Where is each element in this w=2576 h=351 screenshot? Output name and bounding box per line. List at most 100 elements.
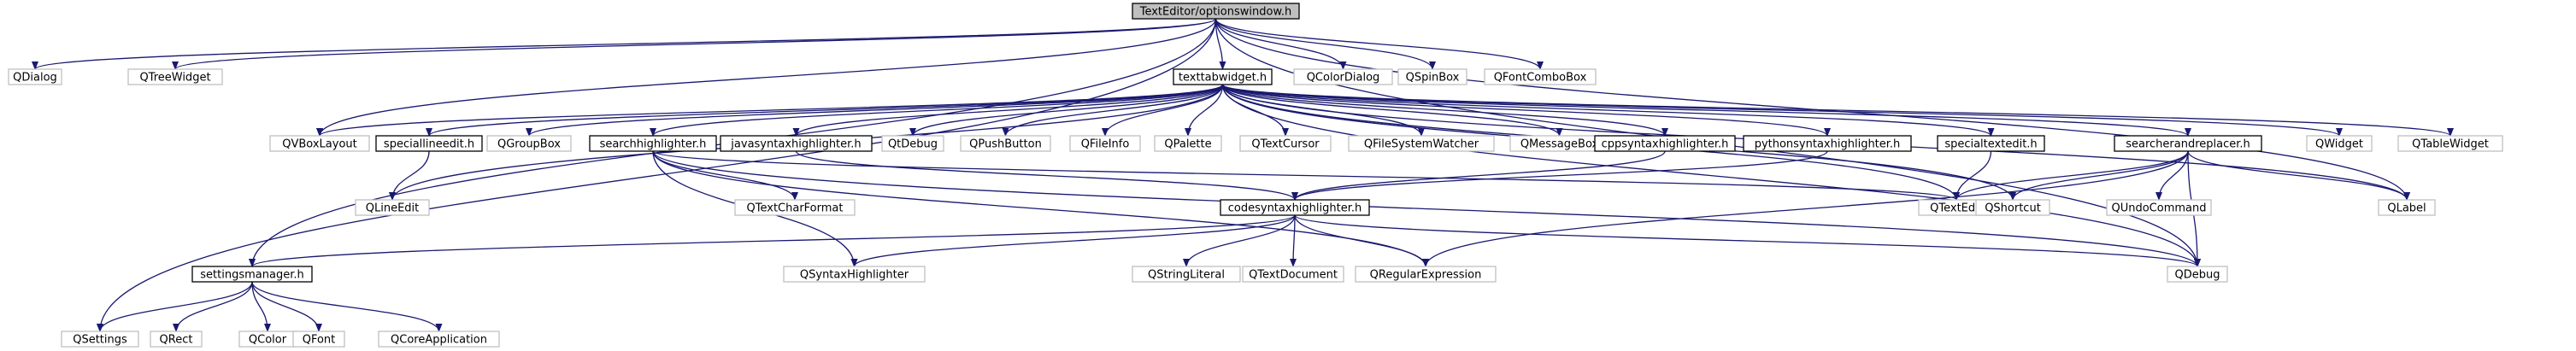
node-label-QLabel: QLabel	[2387, 202, 2426, 215]
node-optionswindow[interactable]: TextEditor/optionswindow.h	[1132, 3, 1300, 20]
node-box-QTableWidget	[2397, 135, 2503, 152]
node-settingsmanager[interactable]: settingsmanager.h	[191, 266, 313, 283]
node-label-settingsmanager: settingsmanager.h	[200, 269, 303, 282]
node-label-QCoreApplication: QCoreApplication	[391, 334, 487, 347]
node-searcherandreplacer[interactable]: searcherandreplacer.h	[2114, 135, 2262, 152]
node-QSpinBox: QSpinBox	[1397, 68, 1467, 85]
node-specialtextedit[interactable]: specialtextedit.h	[1937, 135, 2045, 152]
edge-cppsyntaxhighlighter-to-codesyntaxhighlighter	[1291, 150, 1666, 201]
node-box-QSpinBox	[1397, 68, 1467, 85]
edge-optionswindow-to-QSpinBox	[1214, 18, 1436, 70]
node-label-QTextCursor: QTextCursor	[1251, 138, 1320, 151]
edge-codesyntaxhighlighter-to-settingsmanager	[249, 214, 1296, 267]
node-label-pythonsyntaxhighlighter: pythonsyntaxhighlighter.h	[1755, 138, 1901, 151]
node-label-QPushButton: QPushButton	[969, 138, 1042, 151]
node-QFontComboBox: QFontComboBox	[1484, 68, 1597, 85]
node-cppsyntaxhighlighter[interactable]: cppsyntaxhighlighter.h	[1594, 135, 1736, 152]
node-box-javasyntaxhighlighter	[720, 135, 873, 152]
edge-texttabwidget-to-QMessageBox	[1221, 84, 1563, 137]
node-codesyntaxhighlighter[interactable]: codesyntaxhighlighter.h	[1220, 199, 1370, 216]
node-QGroupBox: QGroupBox	[486, 135, 572, 152]
node-label-QGroupBox: QGroupBox	[497, 138, 561, 151]
node-label-QFont: QFont	[303, 334, 336, 347]
edge-texttabwidget-to-QtDebug	[909, 84, 1224, 137]
node-box-texttabwidget	[1173, 68, 1273, 85]
node-QStringLiteral: QStringLiteral	[1132, 266, 1241, 283]
node-speciallineedit[interactable]: speciallineedit.h	[375, 135, 483, 152]
node-QCoreApplication: QCoreApplication	[378, 331, 500, 348]
node-QRegularExpression: QRegularExpression	[1355, 266, 1497, 283]
node-box-searcherandreplacer	[2114, 135, 2262, 152]
node-QLabel: QLabel	[2378, 199, 2436, 216]
edge-settingsmanager-to-QColor	[251, 281, 271, 332]
edge-searcherandreplacer-to-QTextEdit	[1953, 150, 2189, 201]
node-box-QtDebug	[881, 135, 944, 152]
edges-layer	[32, 18, 2454, 332]
node-box-pythonsyntaxhighlighter	[1743, 135, 1912, 152]
edge-searcherandreplacer-to-QShortcut	[2009, 150, 2189, 201]
node-QFont: QFont	[292, 331, 345, 348]
edge-texttabwidget-to-searchhighlighter	[650, 84, 1224, 137]
node-QSyntaxHighlighter: QSyntaxHighlighter	[783, 266, 926, 283]
edge-optionswindow-to-QSettings	[97, 18, 1217, 332]
node-box-QUndoCommand	[2106, 199, 2212, 216]
edge-codesyntaxhighlighter-to-QStringLiteral	[1183, 214, 1296, 267]
node-box-QPalette	[1154, 135, 1222, 152]
node-box-QFileSystemWatcher	[1348, 135, 1495, 152]
node-box-codesyntaxhighlighter	[1220, 199, 1370, 216]
node-box-QRect	[150, 331, 203, 348]
node-label-QMessageBox: QMessageBox	[1520, 138, 1599, 151]
node-label-QTableWidget: QTableWidget	[2412, 138, 2489, 151]
node-QWidget: QWidget	[2306, 135, 2373, 152]
node-box-QCoreApplication	[378, 331, 500, 348]
node-QPalette: QPalette	[1154, 135, 1222, 152]
node-label-QFileInfo: QFileInfo	[1081, 138, 1130, 151]
node-box-QFont	[292, 331, 345, 348]
node-box-QDebug	[2167, 266, 2228, 283]
node-label-QDebug: QDebug	[2175, 269, 2220, 282]
node-box-QShortcut	[1975, 199, 2050, 216]
node-pythonsyntaxhighlighter[interactable]: pythonsyntaxhighlighter.h	[1743, 135, 1912, 152]
node-box-QLabel	[2378, 199, 2436, 216]
node-javasyntaxhighlighter[interactable]: javasyntaxhighlighter.h	[720, 135, 873, 152]
node-label-QVBoxLayout: QVBoxLayout	[282, 138, 356, 151]
node-box-optionswindow	[1132, 3, 1300, 20]
node-label-QUndoCommand: QUndoCommand	[2111, 202, 2206, 215]
node-QRect: QRect	[150, 331, 203, 348]
node-label-searchhighlighter: searchhighlighter.h	[600, 138, 707, 151]
node-box-QTextDocument	[1242, 266, 1344, 283]
node-box-searchhighlighter	[589, 135, 717, 152]
node-label-QSyntaxHighlighter: QSyntaxHighlighter	[800, 269, 909, 282]
edge-texttabwidget-to-searcherandreplacer	[1221, 84, 2191, 137]
node-QTextDocument: QTextDocument	[1242, 266, 1344, 283]
edge-codesyntaxhighlighter-to-QSyntaxHighlighter	[850, 214, 1296, 267]
node-label-QShortcut: QShortcut	[1985, 202, 2041, 215]
node-box-QFontComboBox	[1484, 68, 1597, 85]
node-label-QStringLiteral: QStringLiteral	[1148, 269, 1225, 282]
node-label-QFontComboBox: QFontComboBox	[1494, 72, 1587, 85]
node-QTextCursor: QTextCursor	[1239, 135, 1332, 152]
node-box-QStringLiteral	[1132, 266, 1241, 283]
edge-optionswindow-to-QVBoxLayout	[316, 18, 1217, 137]
node-box-QFileInfo	[1069, 135, 1141, 152]
node-QVBoxLayout: QVBoxLayout	[269, 135, 370, 152]
edge-speciallineedit-to-QLineEdit	[389, 150, 430, 201]
node-box-specialtextedit	[1937, 135, 2045, 152]
node-label-javasyntaxhighlighter: javasyntaxhighlighter.h	[730, 138, 861, 151]
node-QColor: QColor	[238, 331, 297, 348]
node-label-QWidget: QWidget	[2315, 138, 2363, 151]
node-label-QSpinBox: QSpinBox	[1406, 72, 1460, 85]
edge-codesyntaxhighlighter-to-QDebug	[1294, 214, 2201, 267]
node-box-QVBoxLayout	[269, 135, 370, 152]
node-label-QTextCharFormat: QTextCharFormat	[747, 202, 844, 215]
edge-specialtextedit-to-QTextEdit	[1953, 150, 1992, 201]
edge-texttabwidget-to-specialtextedit	[1221, 84, 1995, 137]
edge-texttabwidget-to-QDebug	[1221, 84, 2201, 267]
node-label-QTextEdit: QTextEdit	[1930, 202, 1983, 215]
node-texttabwidget[interactable]: texttabwidget.h	[1173, 68, 1273, 85]
node-label-QRegularExpression: QRegularExpression	[1370, 269, 1482, 282]
node-searchhighlighter[interactable]: searchhighlighter.h	[589, 135, 717, 152]
edge-pythonsyntaxhighlighter-to-codesyntaxhighlighter	[1291, 150, 1828, 201]
edge-optionswindow-to-QDialog	[32, 18, 1217, 70]
node-label-QColorDialog: QColorDialog	[1307, 72, 1380, 85]
